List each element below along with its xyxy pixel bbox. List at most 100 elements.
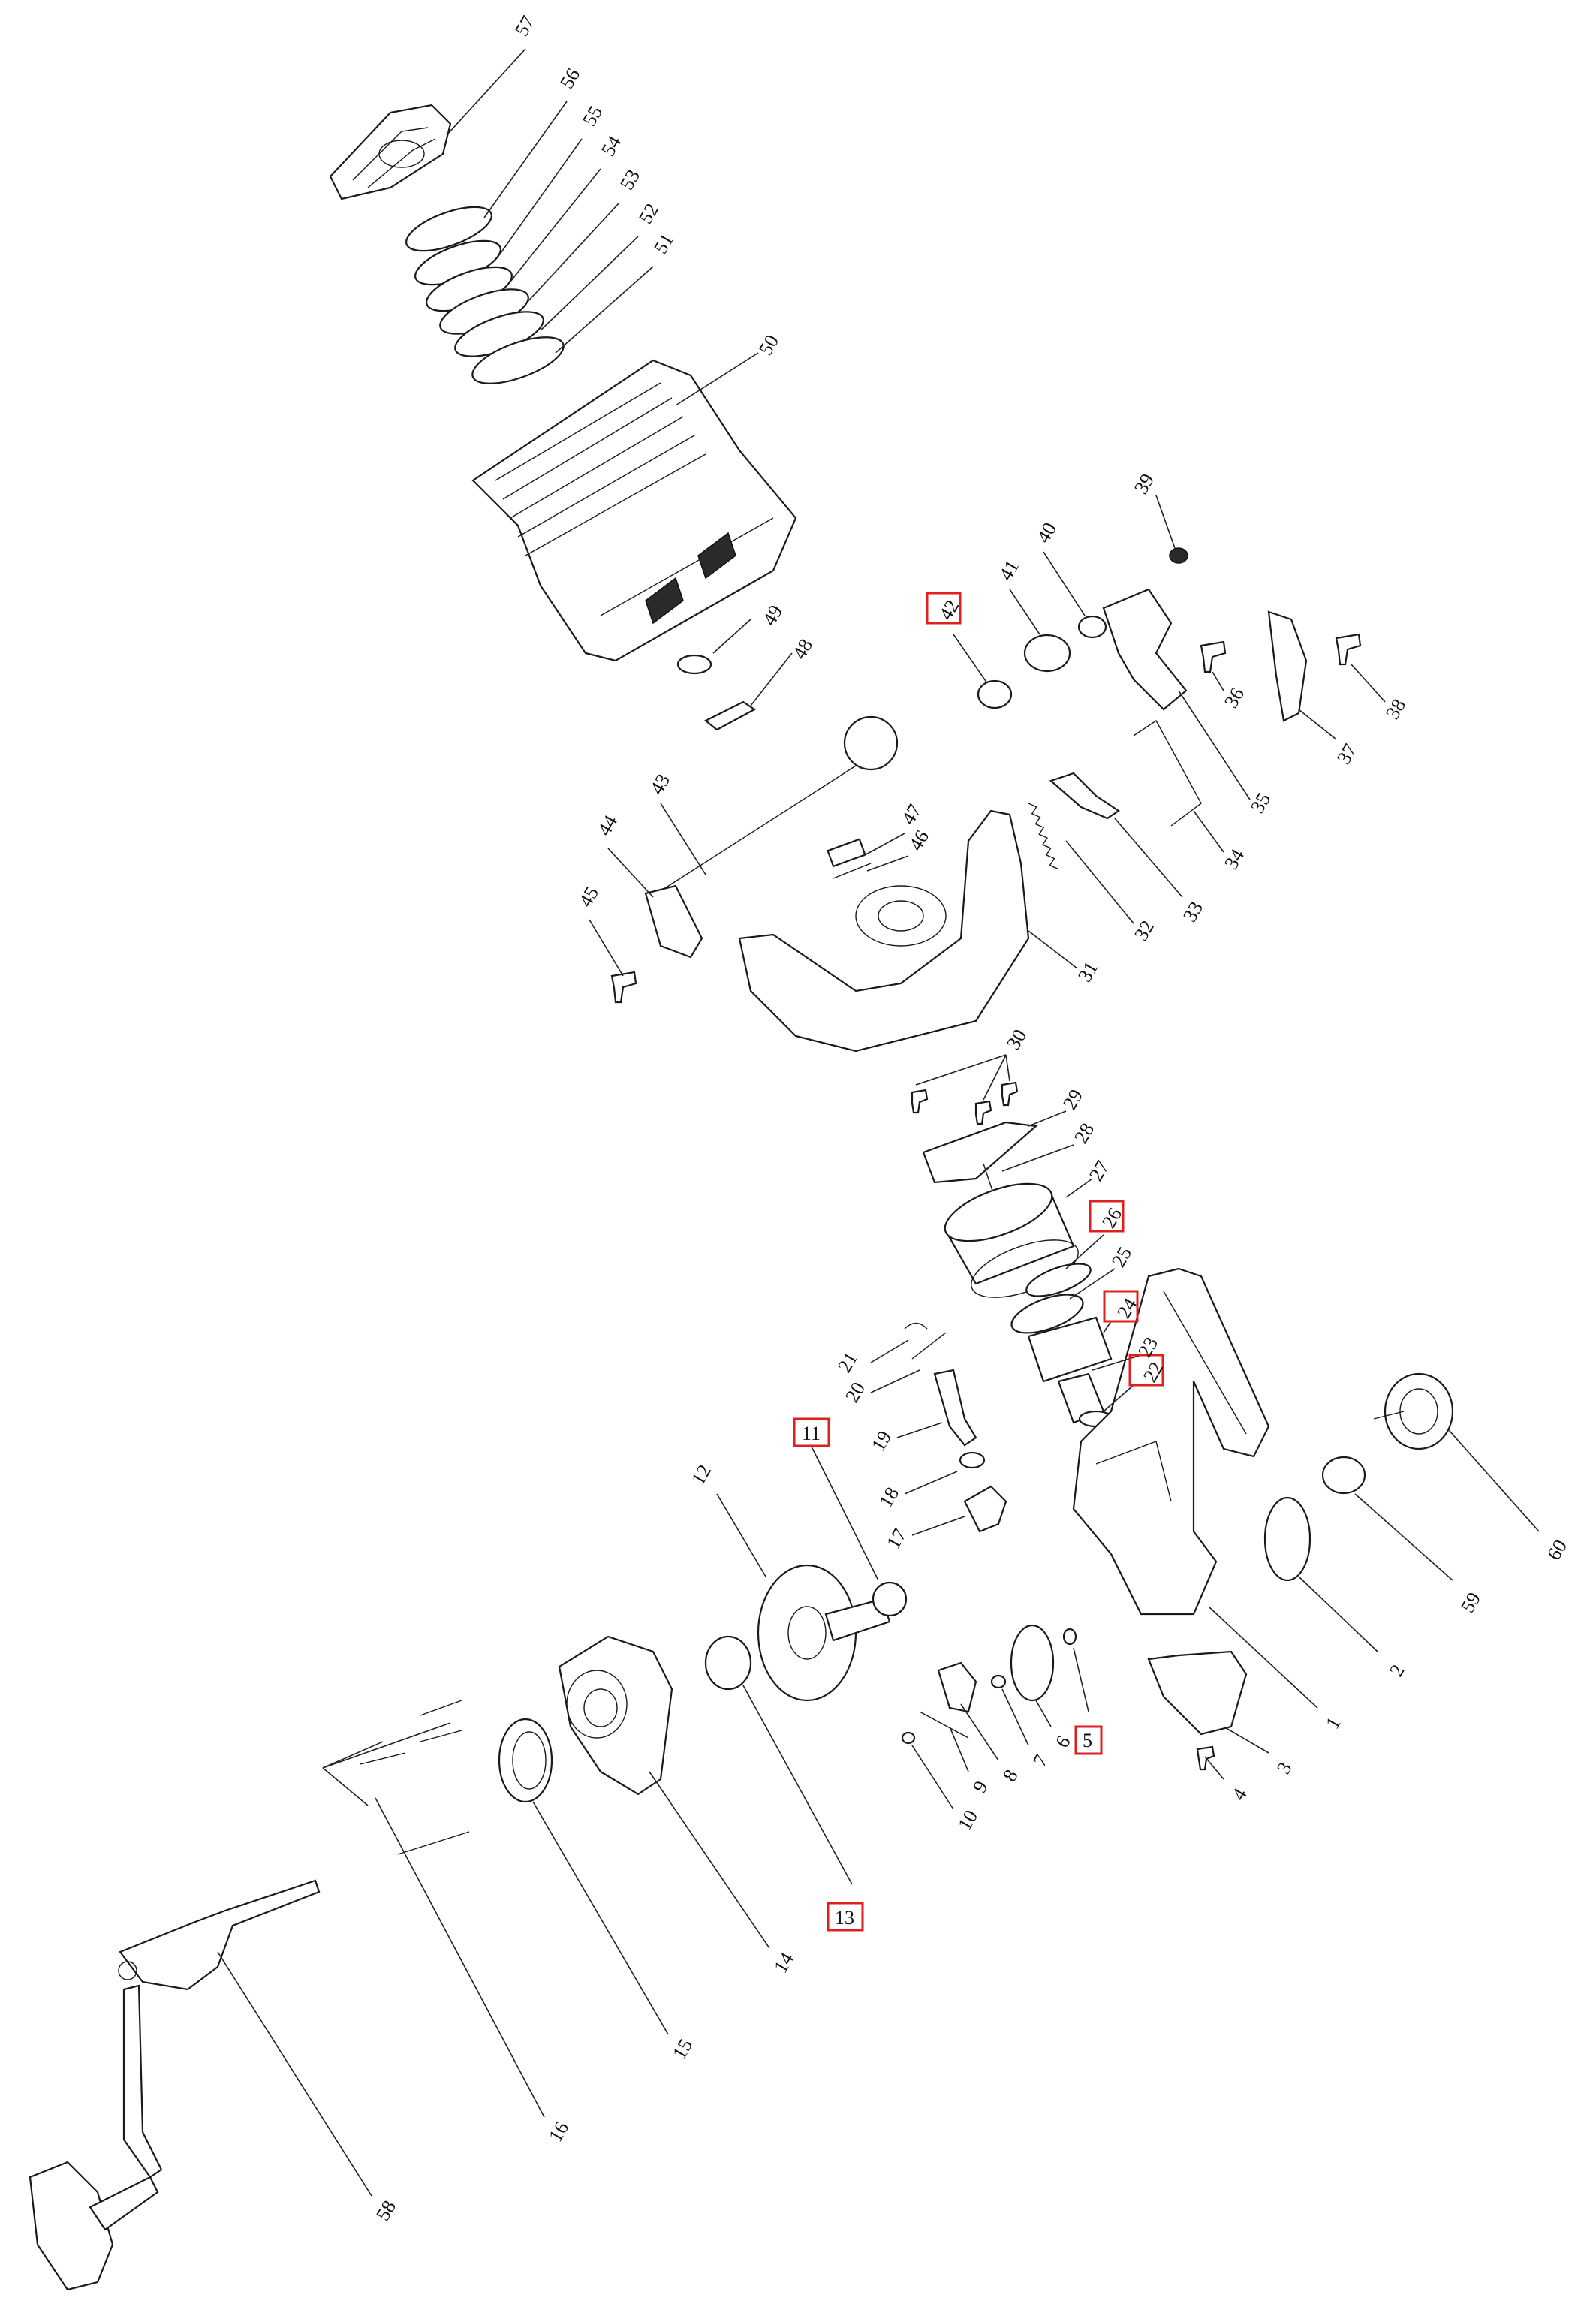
label-1: 1: [1321, 1713, 1345, 1733]
washer-5-drawing: [1062, 1628, 1077, 1646]
label-3: 3: [1272, 1758, 1296, 1778]
label-41: 41: [995, 556, 1023, 584]
label-17: 17: [882, 1525, 911, 1553]
label-28: 28: [1070, 1119, 1098, 1147]
plate-29-drawing: [922, 1121, 1038, 1184]
label-60: 60: [1543, 1536, 1571, 1564]
label-33: 33: [1179, 898, 1207, 926]
clicker-48-drawing: [703, 700, 757, 731]
label-11: 11: [802, 1423, 821, 1444]
label-9: 9: [968, 1777, 992, 1796]
label-6: 6: [1051, 1732, 1075, 1751]
label-30: 30: [1002, 1025, 1031, 1053]
label-57: 57: [510, 12, 539, 40]
pin-18-drawing: [959, 1451, 986, 1469]
label-13: 13: [835, 1907, 854, 1929]
wire-34-drawing: [1133, 719, 1202, 827]
label-43: 43: [646, 770, 674, 798]
pin-7-drawing: [990, 1674, 1007, 1689]
bearing-13-drawing: [704, 1635, 752, 1691]
leader-lines: [217, 48, 1540, 2197]
label-39: 39: [1130, 470, 1158, 498]
label-50: 50: [754, 331, 783, 359]
bail-arm-35-drawing: [1102, 588, 1188, 711]
highlight-box-26: [1089, 1200, 1125, 1233]
screw-38-drawing: [1335, 633, 1362, 666]
main-gear-12-drawing: [757, 1564, 891, 1702]
handle-58-drawing: [29, 1879, 321, 2291]
stopper-17-drawing: [963, 1485, 1007, 1533]
part-drawings: [29, 104, 1454, 2291]
nut-59-drawing: [1321, 1456, 1366, 1495]
highlight-boxes: [793, 592, 1164, 1932]
ring-15-drawing: [498, 1718, 553, 1803]
label-31: 31: [1074, 958, 1102, 986]
spool-cap-drawing: [329, 104, 452, 200]
block-8-drawing: [937, 1661, 977, 1713]
label-35: 35: [1246, 789, 1275, 817]
highlight-box-42: [926, 592, 962, 625]
label-42: 42: [935, 596, 963, 624]
screw-45-drawing: [610, 971, 637, 1004]
highlight-box-22: [1128, 1354, 1164, 1387]
label-46: 46: [905, 827, 933, 854]
label-4: 4: [1227, 1784, 1251, 1804]
label-20: 20: [841, 1378, 869, 1406]
rotor-31-drawing: [738, 809, 1030, 1053]
pin-47-drawing: [827, 838, 866, 868]
label-40: 40: [1032, 519, 1061, 547]
slider-19-drawing: [933, 1369, 977, 1447]
label-26: 26: [1098, 1204, 1126, 1232]
label-36: 36: [1220, 684, 1248, 712]
label-56: 56: [556, 65, 584, 92]
highlight-box-11: [793, 1417, 830, 1447]
bail-wire-43-drawing: [656, 765, 857, 894]
label-45: 45: [574, 883, 603, 911]
label-25: 25: [1107, 1243, 1136, 1271]
label-54: 54: [597, 132, 625, 160]
label-12: 12: [687, 1461, 715, 1489]
body-1-drawing: [1072, 1267, 1270, 1616]
label-52: 52: [634, 200, 663, 227]
label-10: 10: [953, 1806, 982, 1834]
pin-9-drawing: [919, 1711, 969, 1739]
cover-2-drawing: [1263, 1496, 1311, 1582]
cap-60-drawing: [1373, 1372, 1454, 1450]
trip-lever-33-drawing: [1049, 772, 1120, 820]
label-55: 55: [578, 102, 607, 130]
side-plate-14-drawing: [558, 1635, 673, 1796]
line-roller-37-drawing: [1267, 610, 1308, 722]
spring-32-drawing: [1028, 803, 1058, 869]
label-32: 32: [1130, 917, 1158, 944]
label-34: 34: [1220, 845, 1248, 873]
highlight-box-5: [1074, 1725, 1103, 1755]
bail-knob-drawing: [843, 715, 899, 771]
label-59: 59: [1456, 1589, 1485, 1616]
label-21: 21: [833, 1348, 862, 1376]
washer-25-drawing: [1010, 1294, 1084, 1334]
label-51: 51: [649, 230, 678, 257]
label-19: 19: [867, 1427, 896, 1455]
label-8: 8: [998, 1766, 1022, 1785]
highlight-box-24: [1103, 1290, 1139, 1323]
label-29: 29: [1058, 1086, 1087, 1113]
label-47: 47: [897, 800, 926, 828]
bearing-41-drawing: [1023, 634, 1071, 673]
washer-49-drawing: [676, 654, 712, 675]
washer-42-drawing: [977, 679, 1013, 709]
spring-21-drawing: [904, 1322, 928, 1330]
label-18: 18: [875, 1483, 903, 1511]
nut-39-drawing: [1169, 547, 1188, 564]
label-37: 37: [1333, 740, 1361, 768]
pin-20-drawing: [911, 1332, 947, 1360]
label-7: 7: [1028, 1751, 1052, 1770]
washer-40-drawing: [1077, 615, 1107, 639]
label-53: 53: [616, 166, 644, 194]
label-2: 2: [1385, 1661, 1409, 1680]
clutch-24-drawing: [1027, 1316, 1113, 1383]
label-16: 16: [544, 2118, 573, 2146]
gear-6-drawing: [1010, 1624, 1055, 1702]
bearing-26-drawing: [1025, 1263, 1092, 1297]
